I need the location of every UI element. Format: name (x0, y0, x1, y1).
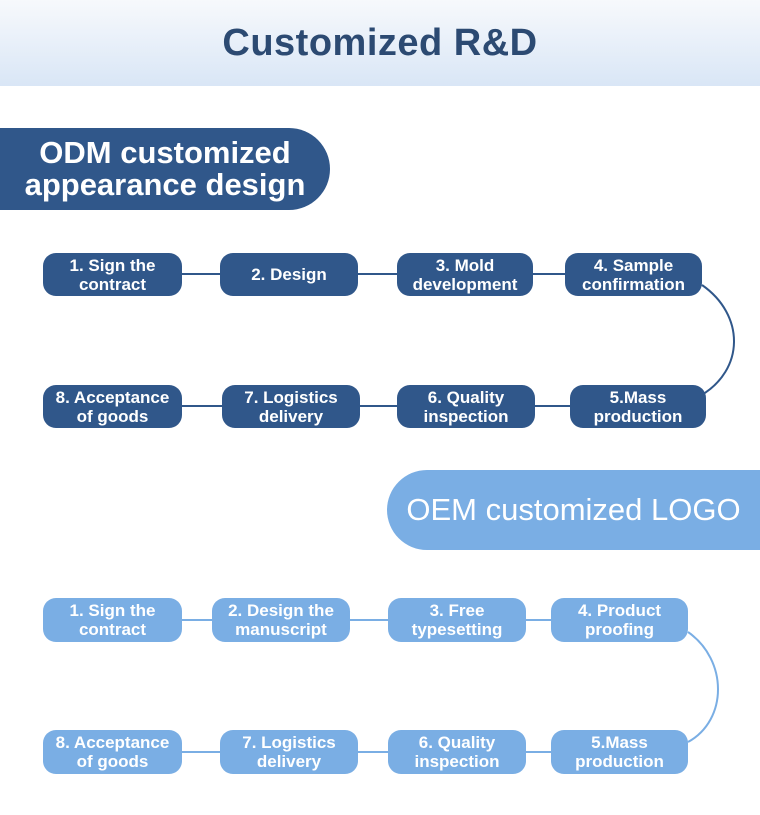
oem-section-title: OEM customized LOGO (387, 470, 760, 550)
odm-step-4: 4. Sample confirmation (565, 253, 702, 296)
oem-step-1: 1. Sign the contract (43, 598, 182, 642)
oem-step-5: 5.Mass production (551, 730, 688, 774)
odm-step-5: 5.Mass production (570, 385, 706, 428)
oem-step-8: 8. Acceptance of goods (43, 730, 182, 774)
page-title: Customized R&D (222, 21, 538, 64)
page-header: Customized R&D (0, 0, 760, 86)
oem-step-6: 6. Quality inspection (388, 730, 526, 774)
oem-title: OEM customized LOGO (406, 492, 741, 527)
odm-step-6: 6. Quality inspection (397, 385, 535, 428)
odm-title-line2: appearance design (24, 167, 306, 202)
odm-title-line1: ODM customized (39, 135, 291, 170)
odm-step-3: 3. Mold development (397, 253, 533, 296)
oem-step-4: 4. Product proofing (551, 598, 688, 642)
odm-step-7: 7. Logistics delivery (222, 385, 360, 428)
odm-section-title: ODM customized appearance design (0, 128, 330, 210)
odm-step-1: 1. Sign the contract (43, 253, 182, 296)
odm-step-8: 8. Acceptance of goods (43, 385, 182, 428)
oem-connectors (182, 619, 719, 753)
odm-connectors (182, 273, 735, 407)
odm-step-2: 2. Design (220, 253, 358, 296)
oem-step-3: 3. Free typesetting (388, 598, 526, 642)
oem-step-7: 7. Logistics delivery (220, 730, 358, 774)
oem-step-2: 2. Design the manuscript (212, 598, 350, 642)
